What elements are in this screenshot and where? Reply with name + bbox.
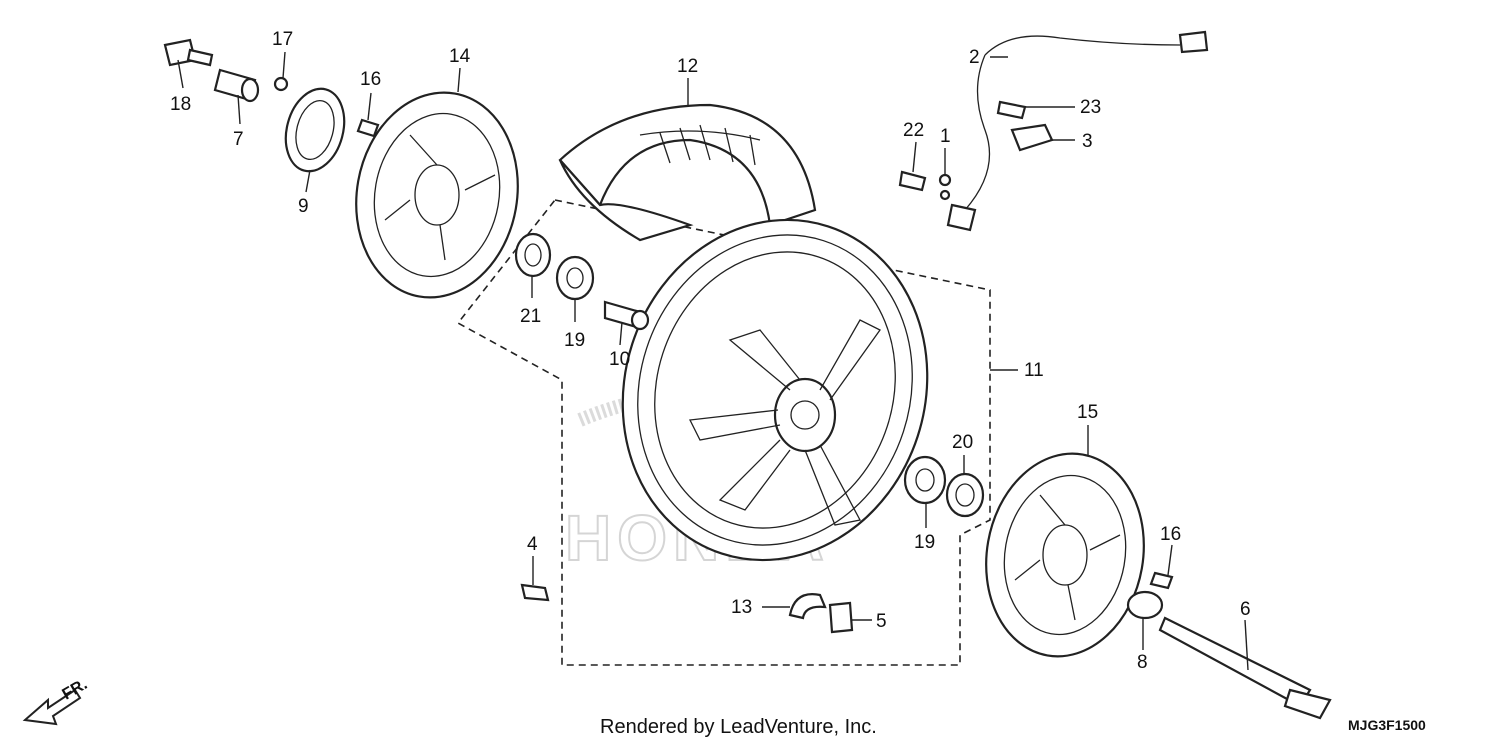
speed-sensor-part-2 bbox=[946, 30, 1209, 232]
label-3: 3 bbox=[1082, 131, 1093, 152]
brake-disc-part-14 bbox=[355, 91, 519, 299]
tire-part-12 bbox=[558, 103, 817, 242]
leader-lines bbox=[177, 51, 1249, 671]
collar-part-7 bbox=[213, 68, 260, 103]
bearing-part-21 bbox=[514, 232, 552, 278]
label-8: 8 bbox=[1137, 652, 1148, 673]
bolt-part-22 bbox=[898, 170, 927, 192]
label-7: 7 bbox=[233, 129, 244, 150]
clip-part-1 bbox=[938, 173, 952, 201]
label-21: 21 bbox=[520, 306, 541, 327]
label-15: 15 bbox=[1077, 402, 1098, 423]
screw-part-17 bbox=[273, 76, 289, 92]
pulser-ring-part-9 bbox=[284, 87, 346, 173]
hose-part-13 bbox=[788, 593, 827, 620]
bolt-part-18 bbox=[163, 38, 214, 67]
front-direction-indicator: FR. bbox=[22, 676, 90, 726]
label-10: 10 bbox=[609, 349, 630, 370]
label-1: 1 bbox=[940, 126, 951, 147]
bracket-part-3 bbox=[1010, 123, 1054, 152]
brake-disc-part-15 bbox=[985, 452, 1145, 658]
part-number-labels: 17 18 7 9 16 14 12 2 23 3 22 1 21 19 10 … bbox=[170, 29, 1251, 673]
label-19-right: 19 bbox=[914, 532, 935, 553]
label-19-left: 19 bbox=[564, 330, 585, 351]
clip-part-4 bbox=[520, 583, 550, 602]
label-20: 20 bbox=[952, 432, 973, 453]
label-6: 6 bbox=[1240, 599, 1251, 620]
label-4: 4 bbox=[527, 534, 538, 555]
label-16-top: 16 bbox=[360, 69, 381, 90]
seal-part-20 bbox=[945, 472, 985, 518]
footer-credit: Rendered by LeadVenture, Inc. bbox=[600, 716, 877, 738]
front-arrow-icon bbox=[22, 688, 82, 726]
spacer-part-10 bbox=[603, 300, 650, 331]
diagram-code: MJG3F1500 bbox=[1348, 717, 1426, 733]
label-23: 23 bbox=[1080, 97, 1101, 118]
label-12: 12 bbox=[677, 56, 698, 77]
collar-part-8 bbox=[1126, 590, 1164, 620]
label-2: 2 bbox=[969, 47, 980, 68]
bolt-part-23 bbox=[996, 100, 1027, 120]
label-18: 18 bbox=[170, 94, 191, 115]
bearing-part-19a bbox=[555, 255, 595, 301]
label-13: 13 bbox=[731, 597, 752, 618]
label-11: 11 bbox=[1024, 360, 1044, 381]
wheel-part-11 bbox=[621, 218, 929, 562]
bolt-part-16a bbox=[356, 118, 380, 138]
axle-part-6 bbox=[1158, 616, 1332, 720]
label-14: 14 bbox=[449, 46, 471, 67]
label-5: 5 bbox=[876, 611, 887, 632]
label-16-bottom: 16 bbox=[1160, 524, 1181, 545]
label-22: 22 bbox=[903, 120, 924, 141]
wheel-assembly-outline bbox=[456, 199, 991, 666]
bolt-part-16b bbox=[1149, 571, 1174, 590]
label-9: 9 bbox=[298, 196, 309, 217]
bearing-part-19b bbox=[903, 455, 947, 505]
label-17: 17 bbox=[272, 29, 293, 50]
clamp-part-5 bbox=[828, 601, 854, 634]
